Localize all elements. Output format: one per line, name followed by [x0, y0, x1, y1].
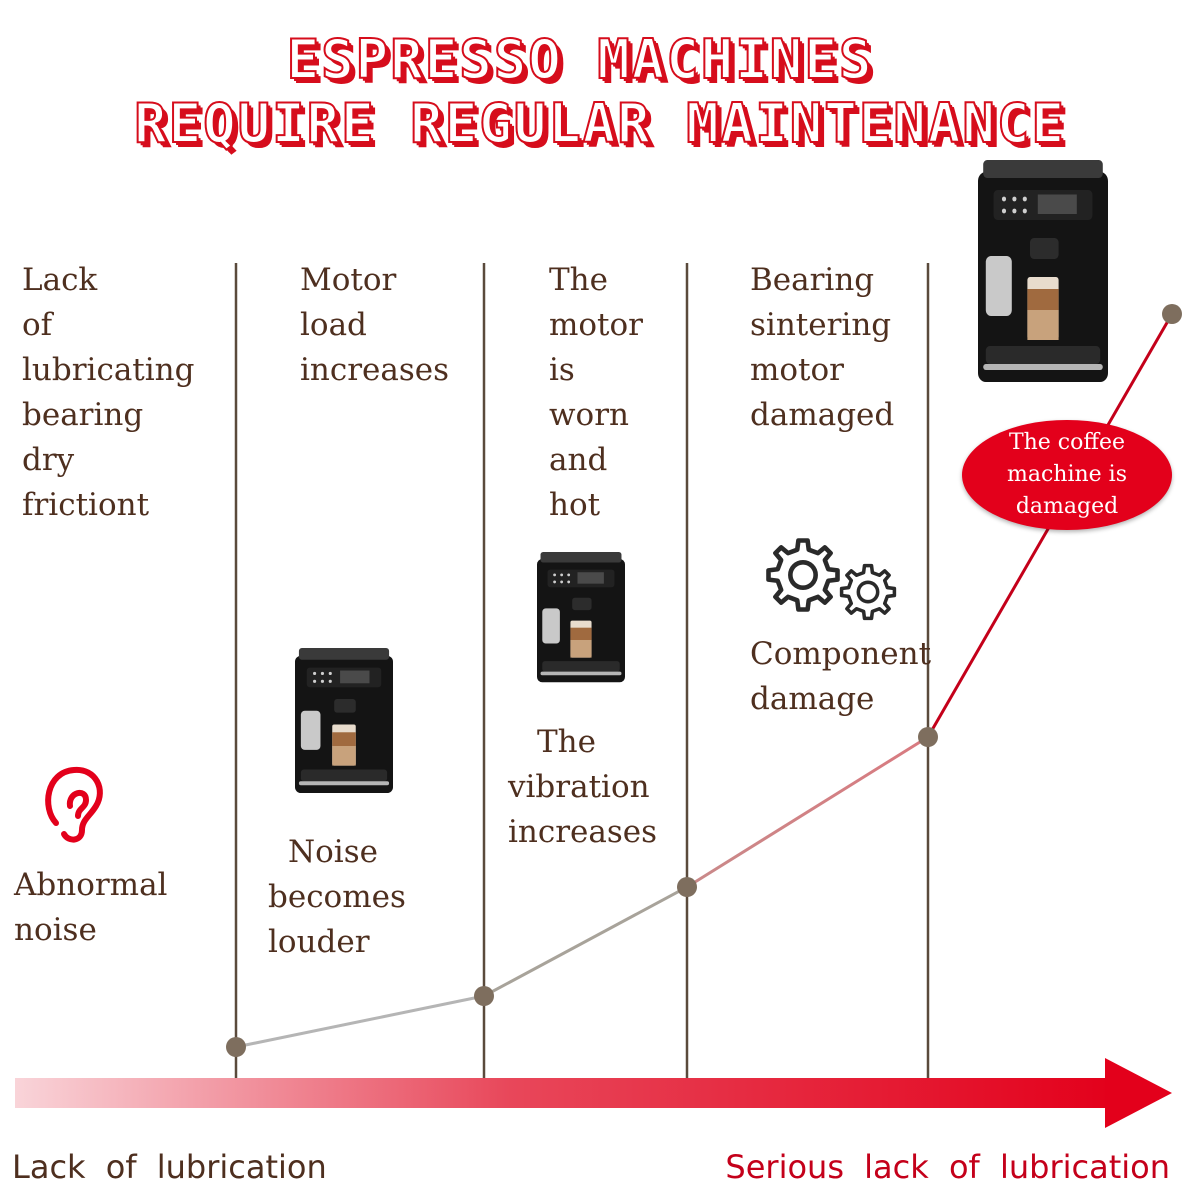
stage-2-line: load: [300, 307, 367, 343]
stage-4-line: damaged: [750, 397, 895, 433]
stage-4-caption: Component damage: [750, 632, 931, 722]
axis-end-label: Serious lack of lubrication: [725, 1148, 1170, 1186]
espresso-machine-icon-final: [978, 160, 1108, 382]
stage-2-caption-line: becomes: [268, 879, 406, 915]
stage-2-caption-line: louder: [268, 924, 370, 960]
stage-4-line: motor: [750, 352, 844, 388]
stage-1-description: Lack of lubricating bearing dry friction…: [22, 258, 194, 528]
gears-icon: [769, 541, 897, 621]
trend-point-1: [226, 1037, 246, 1057]
stage-4-caption-line: Component: [750, 636, 932, 672]
stage-3-line: is: [549, 352, 575, 388]
stage-1-line: of: [22, 307, 53, 343]
page-title-line-1: ESPRESSO MACHINES: [286, 27, 874, 92]
stage-1-line: bearing: [22, 397, 144, 433]
stage-2-caption-line: Noise: [288, 834, 378, 870]
trend-point-3: [677, 877, 697, 897]
espresso-machine-icon-stage-2: [295, 648, 393, 794]
axis-start-label: Lack of lubrication: [12, 1148, 327, 1186]
stage-2-caption: Noise becomes louder: [268, 830, 406, 965]
stage-2-line: Motor: [300, 262, 397, 298]
damaged-badge-text: The coffee machine is damaged: [1006, 430, 1127, 519]
stage-3-description: The motor is worn and hot: [549, 258, 643, 528]
stage-3-line: hot: [549, 487, 601, 523]
ear-icon: [45, 766, 103, 843]
stage-1-caption-line: Abnormal: [14, 867, 168, 903]
stage-1-caption-line: noise: [14, 912, 97, 948]
espresso-machine-icon-stage-3: [537, 552, 625, 683]
stage-1-line: lubricating: [22, 352, 195, 388]
stage-1-line: frictiont: [22, 487, 150, 523]
stage-3-caption-line: The: [537, 724, 596, 760]
trend-segment-1: [235, 994, 485, 1049]
stage-4-line: sintering: [750, 307, 892, 343]
stage-3-line: motor: [549, 307, 643, 343]
stage-3-caption: The vibration increases: [508, 720, 657, 855]
stage-3-caption-line: increases: [508, 814, 658, 850]
stage-2-description: Motor load increases: [300, 258, 449, 393]
stage-dividers: [234, 263, 930, 1080]
stage-1-line: Lack: [22, 262, 98, 298]
stage-3-line: worn: [549, 397, 629, 433]
trend-segment-2: [483, 885, 688, 998]
stage-2-line: increases: [300, 352, 450, 388]
trend-point-4: [918, 727, 938, 747]
stage-3-caption-line: vibration: [508, 769, 650, 805]
trend-segment-3: [686, 735, 929, 889]
stage-3-line: and: [549, 442, 608, 478]
stage-4-caption-line: damage: [750, 681, 875, 717]
stage-4-description: Bearing sintering motor damaged: [750, 258, 894, 438]
stage-3-line: The: [549, 262, 608, 298]
trend-line: [235, 313, 1174, 1049]
trend-point-2: [474, 986, 494, 1006]
stage-1-caption: Abnormal noise: [14, 863, 167, 953]
damaged-badge: The coffee machine is damaged: [962, 420, 1172, 530]
stage-4-line: Bearing: [750, 262, 875, 298]
stage-1-line: dry: [22, 442, 75, 478]
trend-points: [226, 304, 1182, 1057]
page-title-line-2: REQUIRE REGULAR MAINTENANCE: [133, 91, 1066, 156]
trend-point-5: [1162, 304, 1182, 324]
lubrication-axis-arrow: [15, 1058, 1172, 1128]
